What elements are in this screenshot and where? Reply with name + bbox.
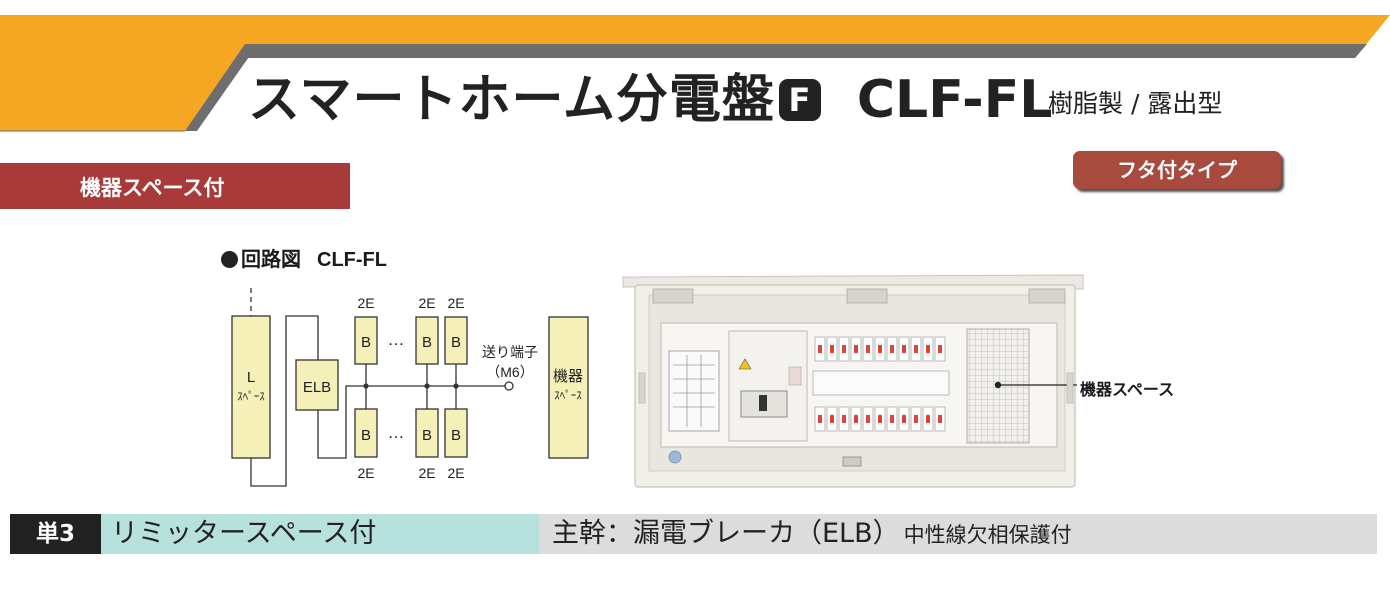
material-label: 樹脂製 / 露出型 (1048, 89, 1223, 118)
ellipsis: … (388, 423, 405, 442)
limiter-block-label: L (247, 369, 255, 386)
breaker-label: B (422, 334, 432, 351)
rating-label: 2E (447, 295, 464, 311)
main-breaker-note: 中性線欠相保護付 (903, 523, 1072, 547)
ellipsis: … (388, 330, 405, 349)
limiter-space-label: リミッタースペース付 (101, 514, 539, 554)
main-breaker-label: 主幹：漏電ブレーカ（ELB） (552, 518, 900, 549)
bullet-icon (221, 251, 238, 268)
rating-label: 2E (418, 465, 435, 481)
panel-photo (622, 274, 1084, 488)
lid-type-badge: フタ付タイプ (1073, 151, 1281, 189)
header-banner (0, 15, 1390, 132)
limiter-block-sub: ｽﾍﾟｰｽ (237, 390, 265, 403)
equipment-space-band-label: 機器スペース付 (80, 177, 225, 200)
terminal-label: 送り端子 (482, 344, 538, 360)
equipment-block-sub: ｽﾍﾟｰｽ (554, 389, 582, 402)
equipment-block-label: 機器 (553, 368, 583, 385)
diagram-title-text: 回路図 (241, 249, 301, 271)
equipment-space-band: 機器スペース付 (0, 163, 350, 209)
rating-label: 2E (357, 295, 374, 311)
page-title: スマートホーム分電盤 F CLF-FL (248, 60, 1052, 140)
title-text: スマートホーム分電盤 (248, 70, 775, 130)
circuit-diagram: L ｽﾍﾟｰｽ ELB B B B … 2E 2E 2E B B B … 2E … (231, 288, 589, 487)
spec-bar: 単3 リミッタースペース付 主幹：漏電ブレーカ（ELB）中性線欠相保護付 (10, 514, 1377, 554)
breaker-label: B (361, 427, 371, 444)
f-logo-icon: F (778, 79, 821, 121)
rating-label: 2E (418, 295, 435, 311)
rating-label: 2E (447, 465, 464, 481)
rating-label: 2E (357, 465, 374, 481)
main-breaker-spec: 主幹：漏電ブレーカ（ELB）中性線欠相保護付 (539, 514, 1377, 554)
breaker-label: B (451, 427, 461, 444)
breaker-label: B (451, 334, 461, 351)
diagram-title: 回路図 CLF-FL (221, 243, 387, 272)
model-name: CLF-FL (856, 70, 1053, 130)
diagram-model: CLF-FL (317, 249, 387, 271)
terminal-spec: （M6） (486, 364, 533, 380)
breaker-label: B (422, 427, 432, 444)
equipment-space-callout: 機器スペース (1080, 382, 1175, 399)
elb-label: ELB (303, 379, 331, 396)
phase-label: 単3 (10, 514, 101, 554)
breaker-label: B (361, 334, 371, 351)
